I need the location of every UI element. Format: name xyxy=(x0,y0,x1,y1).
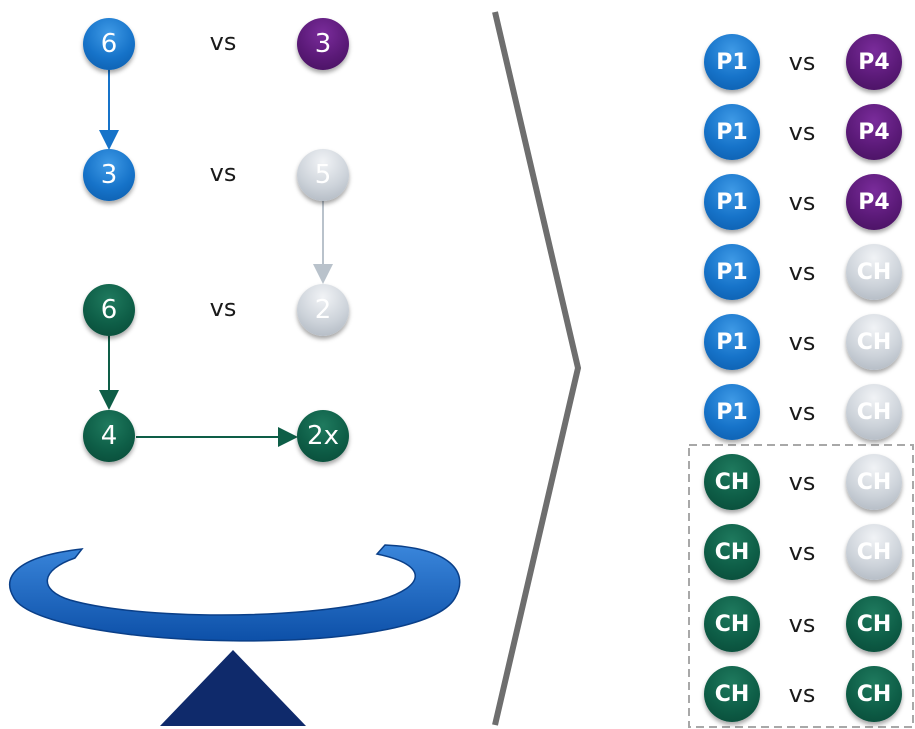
purple-node-3: 3 xyxy=(297,18,349,70)
vs-label: vs xyxy=(788,188,816,216)
vs-label: vs xyxy=(209,294,237,322)
vs-label: vs xyxy=(788,398,816,426)
p4-node: P4 xyxy=(846,34,902,90)
ch-node-gray: CH xyxy=(846,454,902,510)
ch-node-gray: CH xyxy=(846,244,902,300)
ch-node-gray: CH xyxy=(846,314,902,370)
vs-label: vs xyxy=(209,28,237,56)
ch-node-green: CH xyxy=(704,666,760,722)
gray-node-2: 2 xyxy=(297,284,349,336)
p1-node: P1 xyxy=(704,34,760,90)
vs-label: vs xyxy=(788,48,816,76)
p1-node: P1 xyxy=(704,314,760,370)
p1-node: P1 xyxy=(704,384,760,440)
ch-node-green: CH xyxy=(704,524,760,580)
ch-node-green: CH xyxy=(846,666,902,722)
p1-node: P1 xyxy=(704,244,760,300)
dashed-selection-box xyxy=(688,444,914,728)
p4-node: P4 xyxy=(846,174,902,230)
green-node-2x: 2x xyxy=(297,410,349,462)
rotating-balance-icon xyxy=(9,544,461,726)
gray-node-5: 5 xyxy=(297,149,349,201)
vs-label: vs xyxy=(788,258,816,286)
green-node-6: 6 xyxy=(83,284,135,336)
ch-node-gray: CH xyxy=(846,524,902,580)
blue-node-3: 3 xyxy=(83,149,135,201)
p1-node: P1 xyxy=(704,104,760,160)
vs-label: vs xyxy=(788,538,816,566)
vs-label: vs xyxy=(209,159,237,187)
ch-node-green: CH xyxy=(704,454,760,510)
ch-node-green: CH xyxy=(704,596,760,652)
vs-label: vs xyxy=(788,680,816,708)
ch-node-green: CH xyxy=(846,596,902,652)
vs-label: vs xyxy=(788,468,816,496)
ch-node-gray: CH xyxy=(846,384,902,440)
vs-label: vs xyxy=(788,328,816,356)
chevron-right-divider xyxy=(492,11,582,726)
green-node-4: 4 xyxy=(83,410,135,462)
blue-node-6: 6 xyxy=(83,18,135,70)
p1-node: P1 xyxy=(704,174,760,230)
vs-label: vs xyxy=(788,118,816,146)
p4-node: P4 xyxy=(846,104,902,160)
vs-label: vs xyxy=(788,610,816,638)
